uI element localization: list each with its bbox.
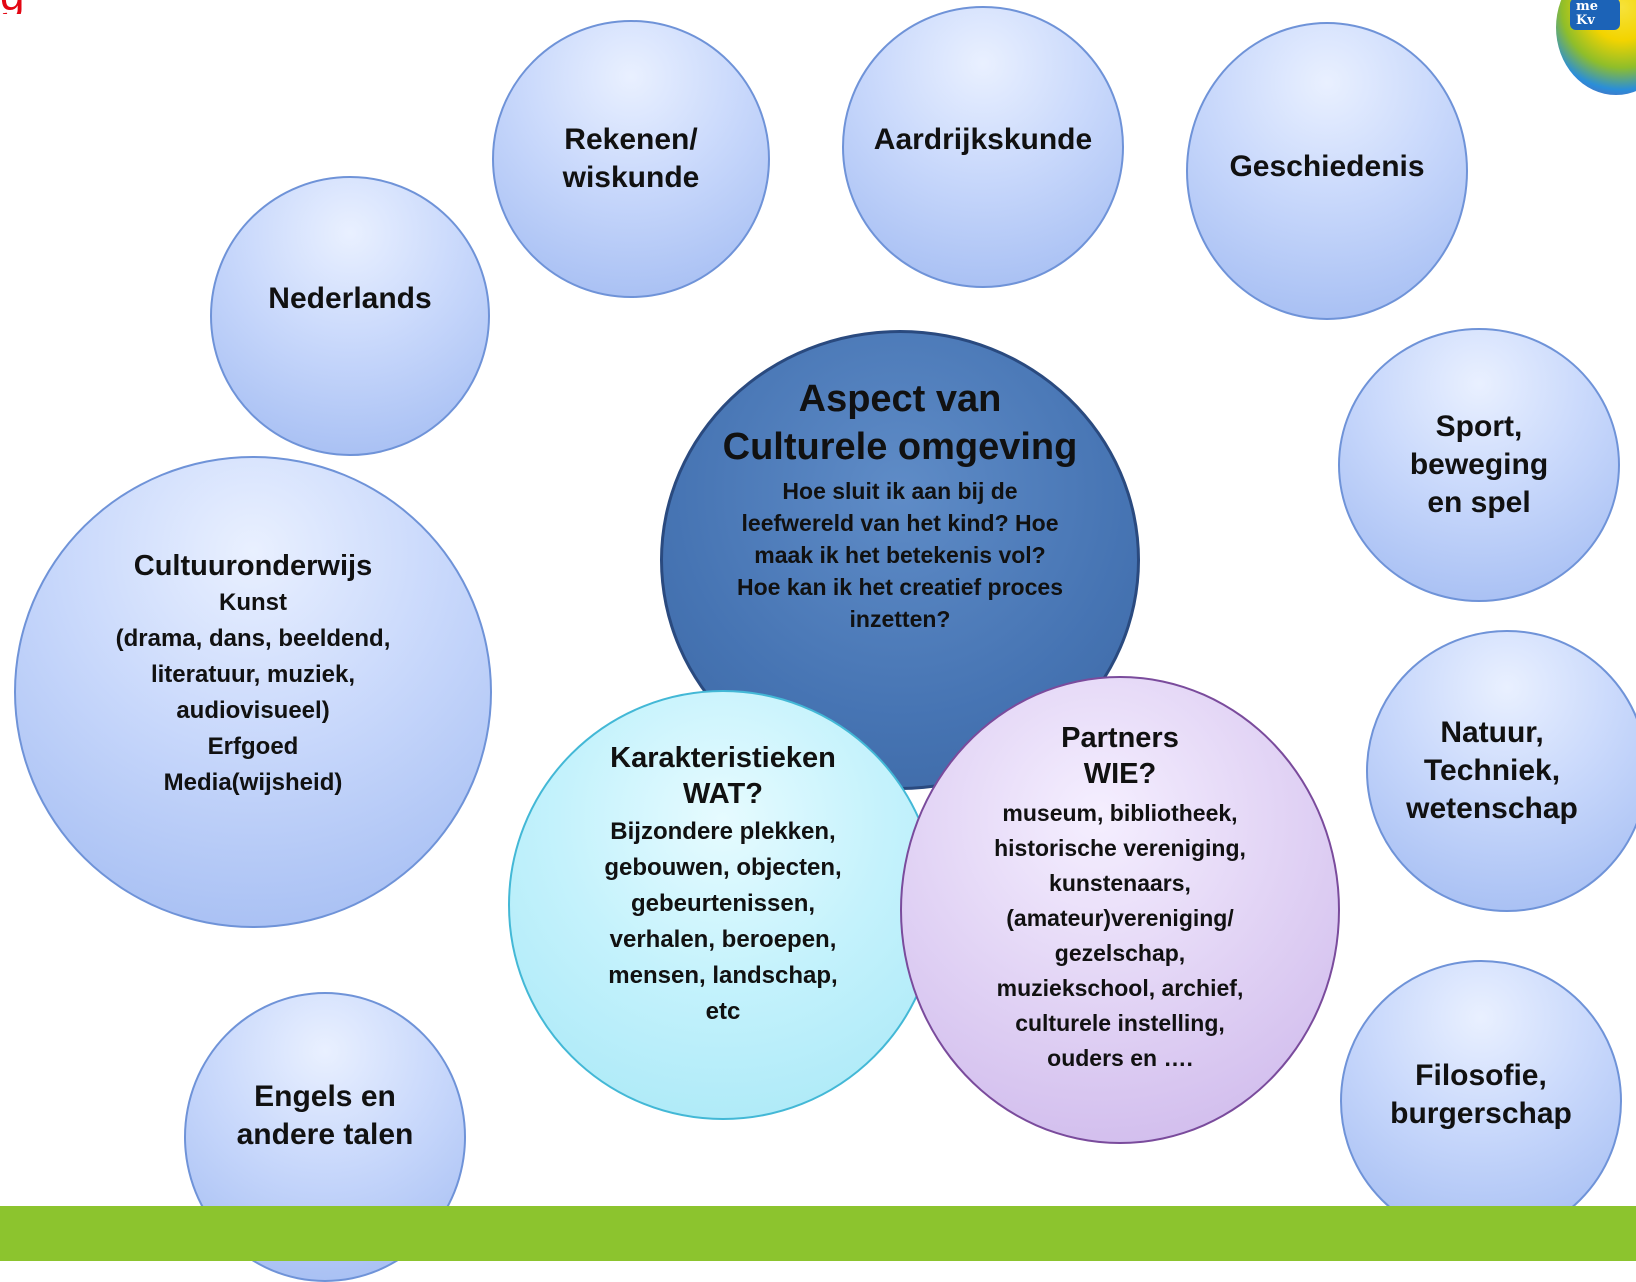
- cultuur-body: Kunst (drama, dans, beeldend, literatuur…: [115, 589, 391, 796]
- bubble-filosofie: Filosofie, burgerschap: [1340, 960, 1622, 1242]
- bubble-label: Rekenen/ wiskunde: [562, 123, 700, 194]
- bubble-cultuuronderwijs: Cultuuronderwijs Kunst (drama, dans, bee…: [14, 456, 492, 928]
- center-title: Aspect van Culturele omgeving: [722, 378, 1078, 468]
- bubble-center-aspect: Aspect van Culturele omgeving Hoe sluit …: [660, 330, 1140, 790]
- bubble-rekenen-wiskunde: Rekenen/ wiskunde: [492, 20, 770, 298]
- bubble-label: Aardrijkskunde: [873, 123, 1093, 156]
- bubble-karakteristieken: Karakteristieken WAT? Bijzondere plekken…: [508, 690, 938, 1120]
- karakteristieken-body: Bijzondere plekken, gebouwen, objecten, …: [604, 818, 842, 1025]
- bubble-geschiedenis: Geschiedenis: [1186, 22, 1468, 320]
- bubble-label: Sport, beweging en spel: [1409, 410, 1549, 519]
- partners-title: Partners WIE?: [1061, 722, 1179, 790]
- slide-title-cropped: g: [0, 0, 1500, 14]
- bubble-label: Geschiedenis: [1229, 150, 1425, 183]
- partners-body: museum, bibliotheek, historische verenig…: [994, 800, 1246, 1071]
- bubble-label: Natuur, Techniek, wetenschap: [1406, 716, 1578, 825]
- center-body: Hoe sluit ik aan bij de leefwereld van h…: [737, 478, 1063, 632]
- cultuur-title: Cultuuronderwijs: [133, 550, 373, 582]
- bubble-label: Filosofie, burgerschap: [1390, 1059, 1572, 1130]
- karakteristieken-title: Karakteristieken WAT?: [610, 742, 836, 810]
- bubble-label: Nederlands: [268, 282, 432, 315]
- bubble-partners: Partners WIE? museum, bibliotheek, histo…: [900, 676, 1340, 1144]
- bubble-natuur: Natuur, Techniek, wetenschap: [1366, 630, 1636, 912]
- footer-bar: [0, 1206, 1636, 1261]
- bubble-nederlands: Nederlands: [210, 176, 490, 456]
- bubble-sport: Sport, beweging en spel: [1338, 328, 1620, 602]
- bubble-aardrijkskunde: Aardrijkskunde: [842, 6, 1124, 288]
- bubble-label: Engels en andere talen: [236, 1080, 414, 1151]
